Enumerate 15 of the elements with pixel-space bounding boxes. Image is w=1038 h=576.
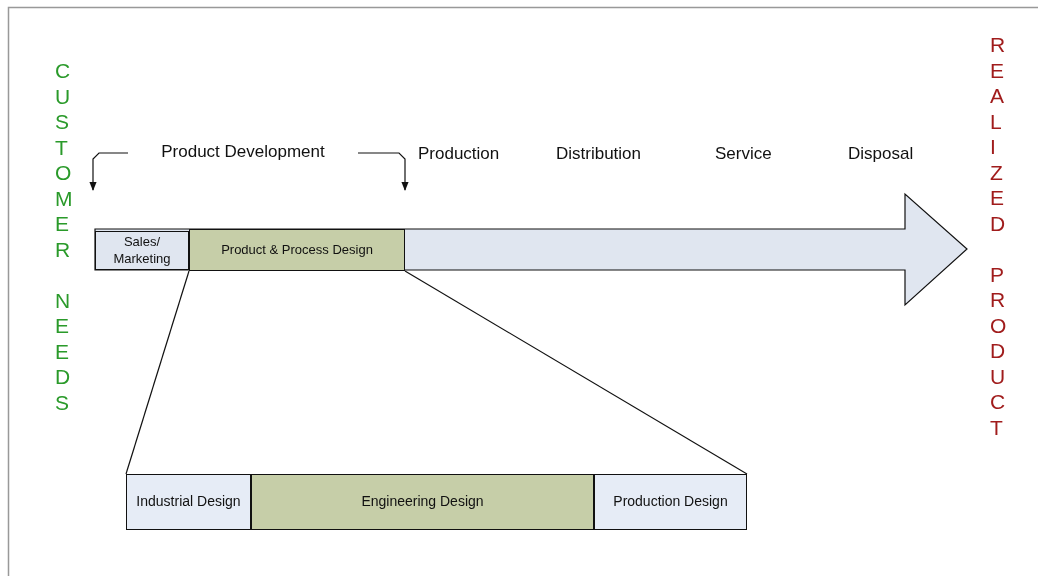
- vertical-caption: CUSTOMER NEEDS: [55, 58, 76, 415]
- zoom-line: [404, 270, 748, 475]
- stage-label: Disposal: [848, 144, 914, 164]
- process-box: Production Design: [594, 474, 747, 530]
- vertical-caption: REALIZED PRODUCT: [990, 32, 1011, 440]
- process-box: Industrial Design: [126, 474, 251, 530]
- stage-label: Service: [715, 144, 772, 164]
- bracket-arrow: [357, 152, 409, 191]
- stage-label: Production: [418, 144, 500, 164]
- process-box: Engineering Design: [251, 474, 594, 530]
- zoom-line: [125, 270, 190, 475]
- bracket-arrow: [89, 152, 129, 191]
- process-box: Sales/ Marketing: [95, 231, 189, 270]
- process-box: Product & Process Design: [189, 229, 405, 271]
- stage-label: Distribution: [556, 144, 642, 164]
